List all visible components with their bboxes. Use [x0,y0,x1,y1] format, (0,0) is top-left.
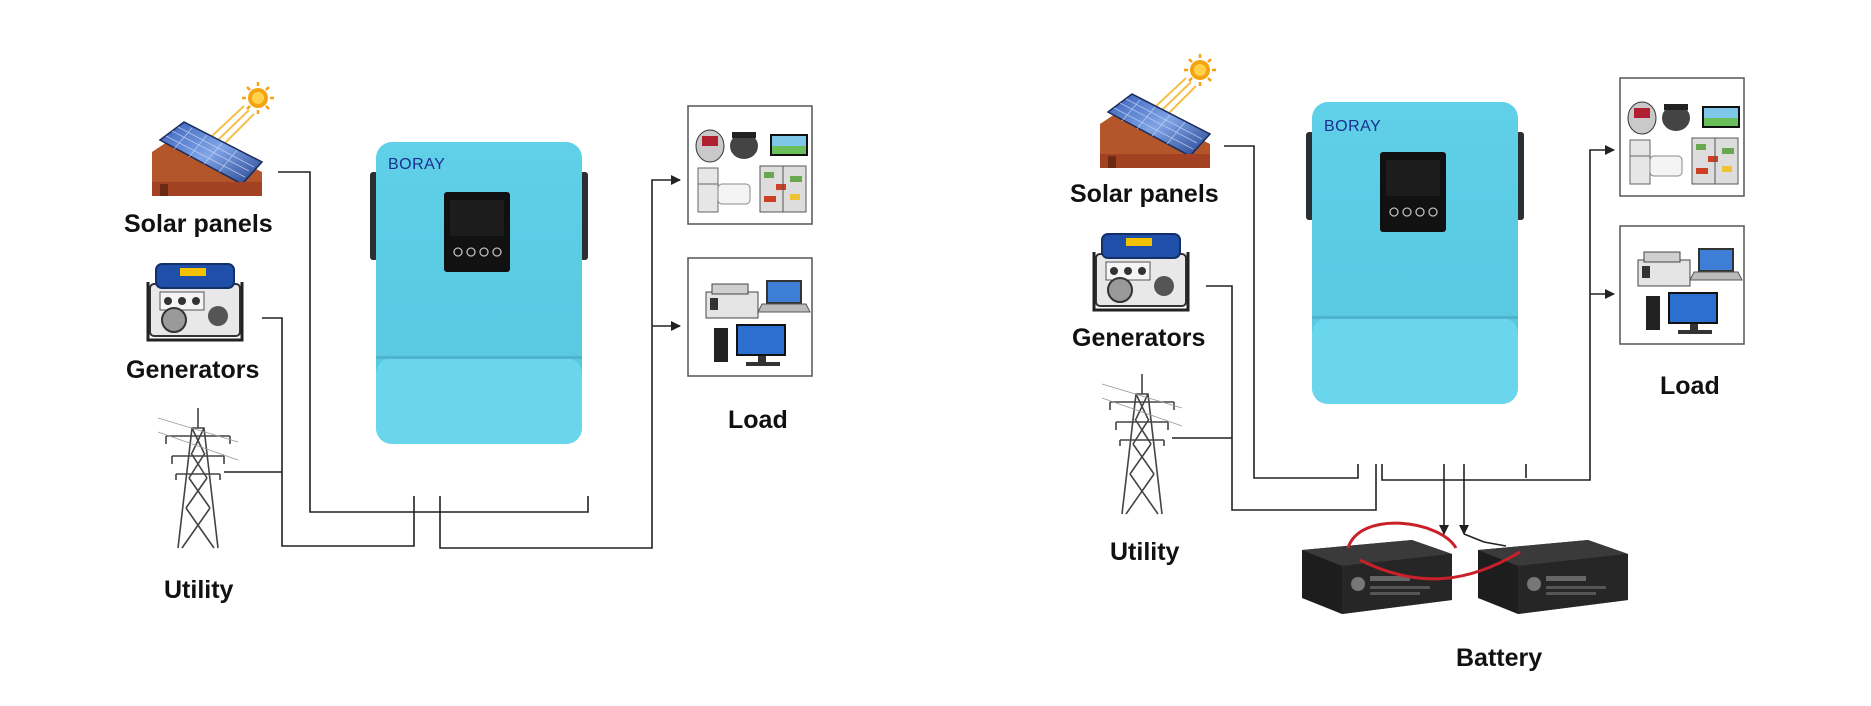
solar-panels-label: Solar panels [1070,180,1219,208]
appliances-icon [687,105,813,225]
load-label: Load [1660,372,1720,400]
sun-icon [240,80,276,116]
transmission-tower-icon [157,407,239,549]
left-diagram [146,80,813,549]
battery-label: Battery [1456,644,1543,672]
generators-label: Generators [126,356,260,384]
utility-label: Utility [164,576,234,604]
generator-icon [146,262,244,342]
battery-cables [1346,521,1521,581]
generators-label: Generators [1072,324,1206,352]
inverter [369,141,589,445]
left-wiring [224,171,681,549]
utility-label: Utility [1110,538,1180,566]
sun-icon [1182,52,1218,88]
battery-icon [1302,540,1452,614]
solar-panel-icon [151,121,263,197]
transmission-tower-icon [1101,373,1183,515]
generator-icon [1092,232,1190,312]
brand-logo: BORAY [1324,118,1382,135]
load-label: Load [728,406,788,434]
inverter [1305,101,1525,405]
solar-panels-label: Solar panels [124,210,273,238]
computers-icon [1619,225,1745,345]
sun-rays [211,105,255,145]
right-diagram [1092,52,1745,614]
brand-logo: BORAY [388,156,446,173]
appliances-icon [1619,77,1745,197]
right-wiring [1172,145,1615,547]
computers-icon [687,257,813,377]
solar-panel-icon [1099,93,1211,169]
sun-rays [1153,77,1197,117]
battery-icon [1478,540,1628,614]
